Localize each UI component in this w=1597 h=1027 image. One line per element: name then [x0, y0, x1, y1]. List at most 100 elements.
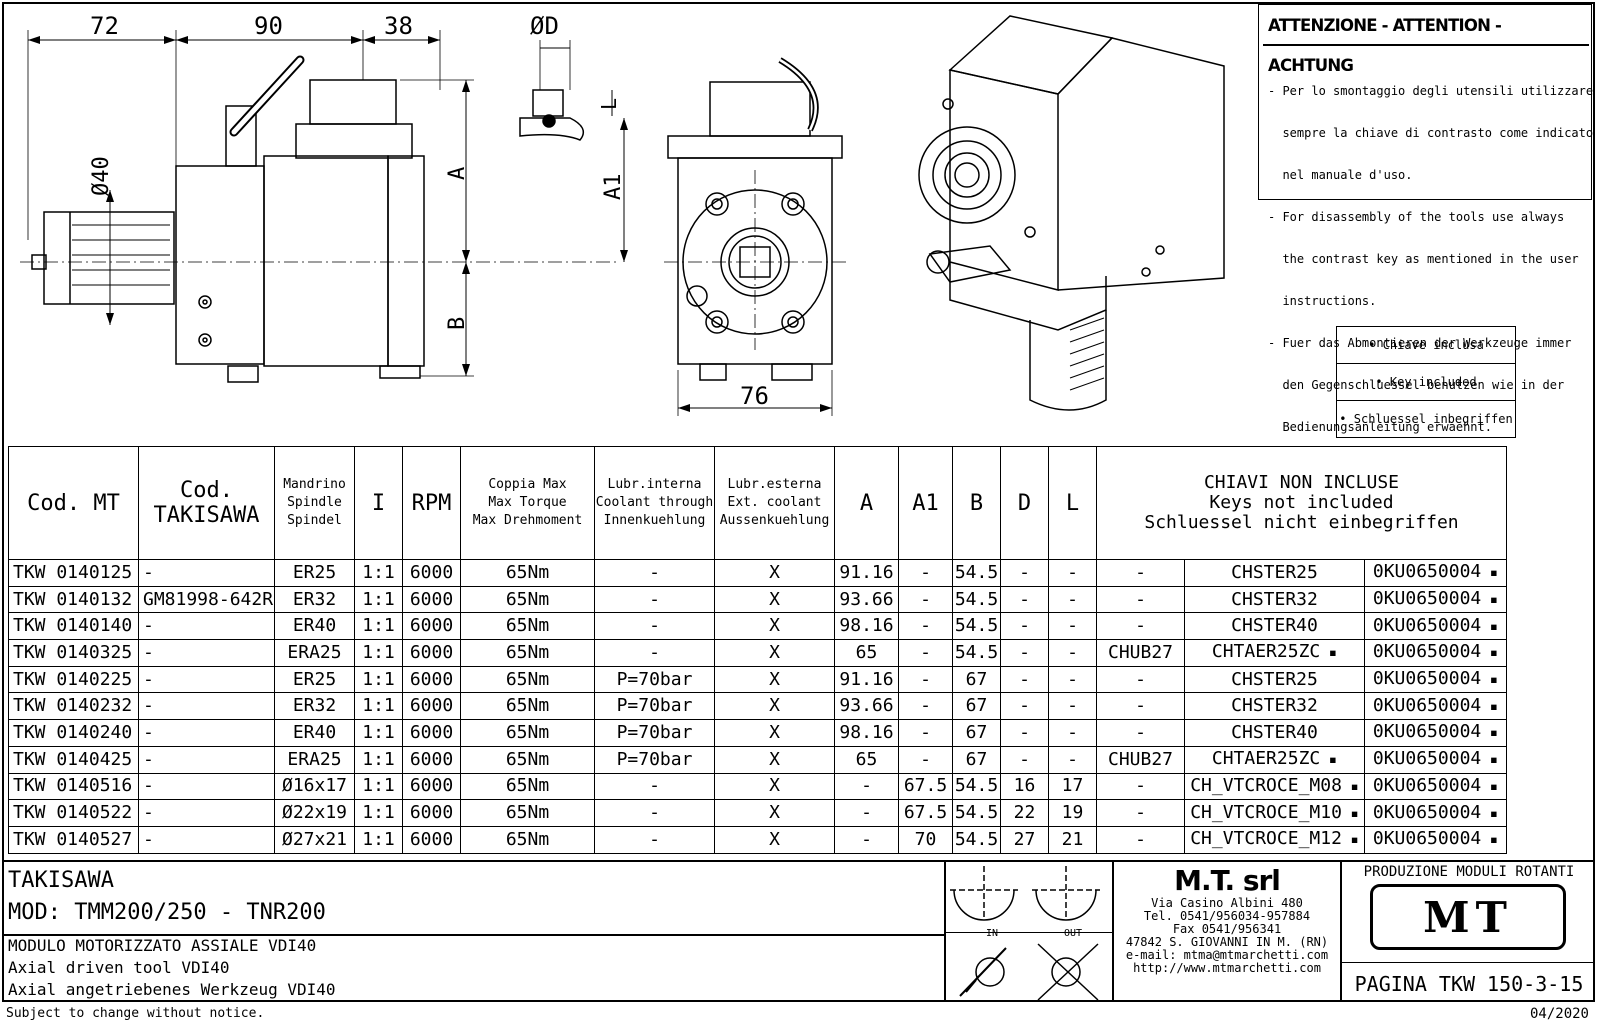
- warning-line: - For disassembly of the tools use alway…: [1268, 210, 1565, 224]
- table-cell: -: [1000, 559, 1049, 587]
- table-cell: -: [1048, 665, 1097, 694]
- col-i: I: [354, 446, 403, 560]
- table-cell: TKW 0140527: [8, 825, 139, 854]
- page-number: PAGINA TKW 150-3-15: [1354, 972, 1584, 996]
- table-cell: CH_VTCROCE_M10: [1184, 799, 1365, 827]
- table-cell: -: [898, 719, 953, 747]
- table-cell: -: [1000, 692, 1049, 721]
- table-cell: -: [1096, 825, 1185, 854]
- table-cell: 1:1: [354, 612, 403, 641]
- table-cell: 91.16: [834, 665, 899, 694]
- dim-90: 90: [254, 12, 283, 40]
- footer-date: 04/2020: [1529, 1006, 1589, 1022]
- table-cell: P=70bar: [594, 745, 715, 774]
- table-cell: -: [1048, 612, 1097, 641]
- table-cell: X: [714, 825, 835, 854]
- table-cell: 65Nm: [460, 692, 595, 721]
- dim-40: Ø40: [89, 156, 114, 196]
- warning-text: - Per lo smontaggio degli utensili utili…: [1268, 56, 1594, 448]
- table-cell: 0KU0650004: [1364, 692, 1507, 721]
- title-vline-1: [944, 860, 946, 1002]
- col-rpm: RPM: [402, 446, 461, 560]
- table-cell: 0KU0650004: [1364, 612, 1507, 641]
- table-cell: 65: [834, 745, 899, 774]
- warning-title: ATTENZIONE - ATTENTION - ACHTUNG: [1263, 6, 1589, 75]
- table-cell: -: [138, 799, 275, 827]
- table-cell: 1:1: [354, 639, 403, 667]
- title-vline-3: [1340, 860, 1342, 1002]
- table-cell: 6000: [402, 825, 461, 854]
- table-cell: 1:1: [354, 692, 403, 721]
- table-cell: TKW 0140132: [8, 585, 139, 614]
- table-cell: CHUB27: [1096, 745, 1185, 774]
- brand-label: TAKISAWA: [8, 868, 114, 893]
- table-cell: -: [1048, 559, 1097, 587]
- dim-a1: A1: [601, 174, 626, 201]
- desc-de: Axial angetriebenes Werkzeug VDI40: [8, 980, 336, 999]
- table-cell: 0KU0650004: [1364, 665, 1507, 694]
- table-cell: 54.5: [952, 639, 1001, 667]
- table-cell: -: [138, 559, 275, 587]
- warning-box: [1258, 4, 1592, 200]
- table-cell: 1:1: [354, 745, 403, 774]
- table-cell: 0KU0650004: [1364, 772, 1507, 801]
- table-cell: 19: [1048, 799, 1097, 827]
- table-cell: Ø27x21: [274, 825, 355, 854]
- table-cell: -: [138, 745, 275, 774]
- table-cell: 0KU0650004: [1364, 825, 1507, 854]
- table-cell: 93.66: [834, 692, 899, 721]
- table-cell: 6000: [402, 585, 461, 614]
- technical-drawing: 72 90 38 ØD L A A1 B Ø40 76: [20, 12, 1225, 416]
- table-cell: -: [594, 825, 715, 854]
- table-cell: ERA25: [274, 745, 355, 774]
- rotation-icons: IN OUT: [950, 866, 1100, 1001]
- table-cell: CHSTER25: [1184, 559, 1365, 587]
- table-cell: CHTAER25ZC: [1184, 745, 1365, 774]
- title-vline-2: [1112, 860, 1114, 1002]
- col-cod-takisawa: Cod.TAKISAWA: [138, 446, 275, 560]
- warning-line: - Fuer das Abmontieren der Werkzeuge imm…: [1268, 336, 1572, 350]
- table-cell: X: [714, 799, 835, 827]
- table-cell: X: [714, 612, 835, 641]
- table-cell: 67: [952, 745, 1001, 774]
- table-cell: -: [898, 585, 953, 614]
- table-cell: TKW 0140125: [8, 559, 139, 587]
- table-cell: 54.5: [952, 825, 1001, 854]
- table-cell: CHSTER25: [1184, 665, 1365, 694]
- title-hline-prod: [1340, 962, 1595, 963]
- table-cell: TKW 0140522: [8, 799, 139, 827]
- table-cell: 67.5: [898, 772, 953, 801]
- table-cell: -: [138, 825, 275, 854]
- warning-line: sempre la chiave di contrasto come indic…: [1268, 126, 1594, 140]
- dim-72: 72: [90, 12, 119, 40]
- table-cell: P=70bar: [594, 719, 715, 747]
- table-cell: 1:1: [354, 665, 403, 694]
- dim-b: B: [445, 317, 470, 330]
- col-d: D: [1000, 446, 1049, 560]
- table-cell: 1:1: [354, 559, 403, 587]
- table-cell: 1:1: [354, 585, 403, 614]
- table-cell: TKW 0140240: [8, 719, 139, 747]
- table-cell: 0KU0650004: [1364, 799, 1507, 827]
- table-cell: 0KU0650004: [1364, 719, 1507, 747]
- dim-a: A: [445, 167, 470, 180]
- table-cell: 1:1: [354, 825, 403, 854]
- table-cell: 65Nm: [460, 559, 595, 587]
- table-cell: -: [138, 612, 275, 641]
- table-cell: -: [1048, 692, 1097, 721]
- table-cell: P=70bar: [594, 692, 715, 721]
- table-cell: 65Nm: [460, 772, 595, 801]
- company-address: Via Casino Albini 480 Tel. 0541/956034-9…: [1125, 896, 1329, 975]
- table-cell: 6000: [402, 692, 461, 721]
- warning-line: the contrast key as mentioned in the use…: [1268, 252, 1579, 266]
- table-cell: Ø16x17: [274, 772, 355, 801]
- rotation-in-label: IN: [986, 928, 998, 939]
